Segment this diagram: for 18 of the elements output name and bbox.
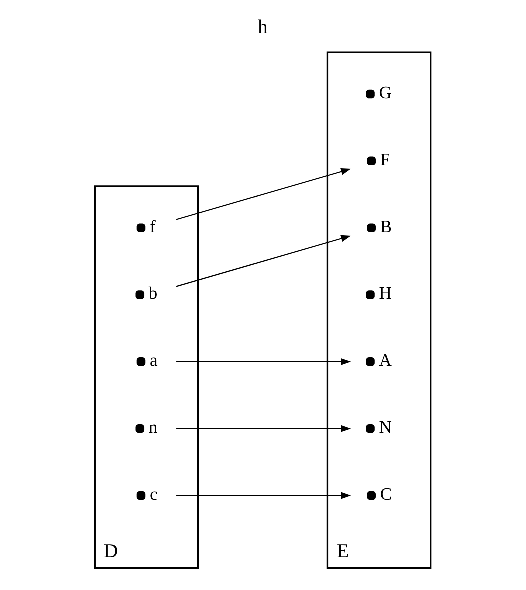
arrow (176, 492, 352, 500)
node-label: n (148, 417, 158, 437)
node-label: G (379, 82, 392, 102)
node-label: A (379, 350, 392, 370)
node-label: a (150, 350, 158, 370)
arrow (176, 235, 352, 288)
node-label: c (150, 484, 158, 504)
node-label: F (380, 149, 390, 170)
node-label: b (148, 283, 158, 304)
node-label: f (150, 216, 156, 236)
diagram-title: h (258, 16, 268, 38)
node-label: B (380, 216, 392, 236)
arrow (176, 168, 352, 220)
arrow (176, 425, 352, 432)
arrow (176, 358, 352, 366)
node-label: N (379, 417, 392, 437)
node-label: H (379, 283, 392, 304)
node-label: C (380, 484, 392, 504)
